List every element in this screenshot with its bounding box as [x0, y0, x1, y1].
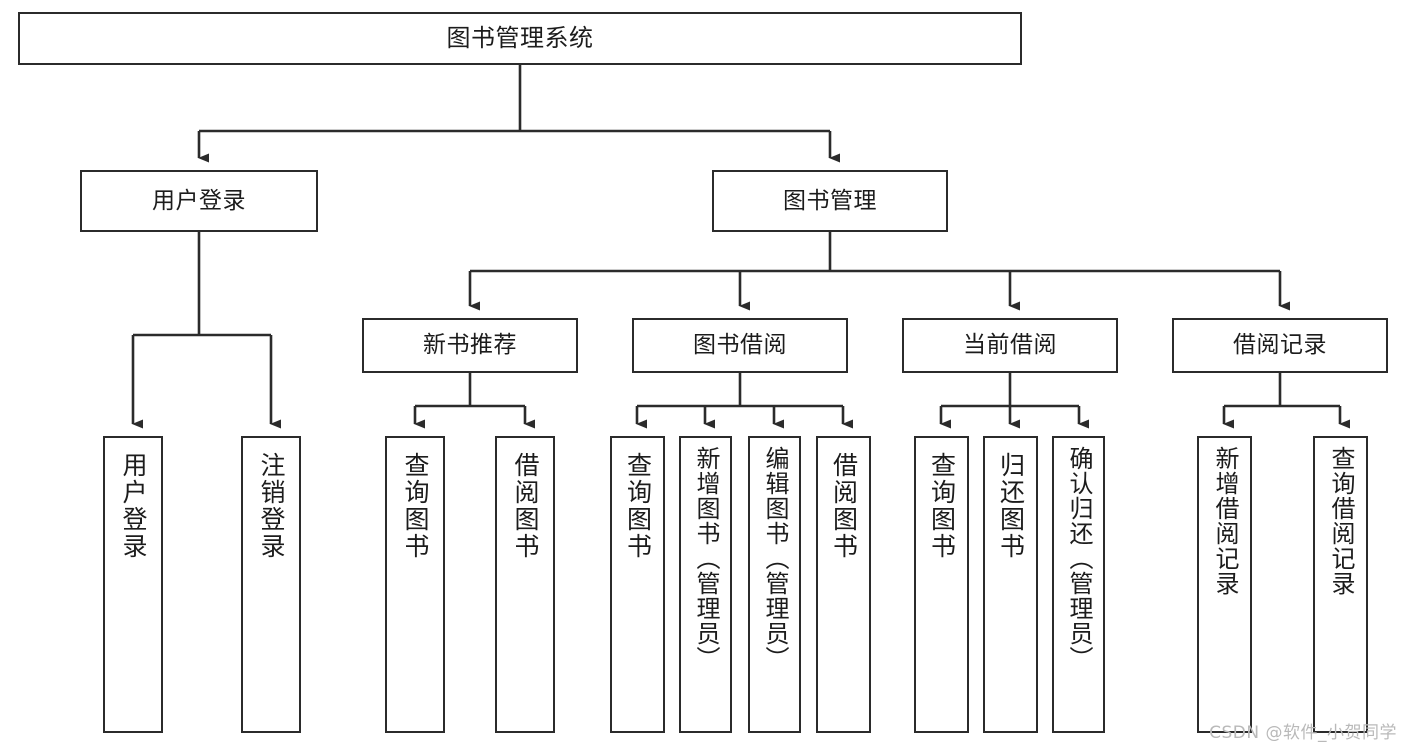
node-label: 借阅记录	[1233, 332, 1327, 359]
node-label: 注销登录	[257, 452, 286, 560]
leaf-record-query-record[interactable]: 查询借阅记录	[1313, 436, 1368, 733]
leaf-borrow-borrow-book[interactable]: 借阅图书	[816, 436, 871, 733]
node-label: 确认归还（管理员）	[1064, 446, 1093, 671]
node-label: 归还图书	[996, 452, 1026, 560]
node-label: 查询图书	[623, 452, 653, 560]
node-label: 新书推荐	[423, 332, 517, 359]
leaf-current-query-book[interactable]: 查询图书	[914, 436, 969, 733]
node-label: 用户登录	[152, 187, 246, 214]
node-current-borrow[interactable]: 当前借阅	[902, 318, 1118, 373]
node-label: 图书管理系统	[446, 23, 594, 52]
leaf-current-return-book[interactable]: 归还图书	[983, 436, 1038, 733]
node-label: 查询借阅记录	[1326, 446, 1355, 596]
node-root-library-system[interactable]: 图书管理系统	[18, 12, 1022, 65]
leaf-recommend-borrow-book[interactable]: 借阅图书	[495, 436, 555, 733]
node-book-borrow[interactable]: 图书借阅	[632, 318, 848, 373]
node-user-login[interactable]: 用户登录	[80, 170, 318, 232]
node-label: 新增图书（管理员）	[691, 446, 720, 671]
leaf-borrow-add-book-admin[interactable]: 新增图书（管理员）	[679, 436, 732, 733]
node-label: 编辑图书（管理员）	[760, 446, 789, 671]
watermark: CSDN @软件_小贺同学	[1209, 723, 1397, 743]
node-label: 当前借阅	[963, 332, 1057, 359]
node-label: 用户登录	[119, 452, 148, 560]
leaf-recommend-query-book[interactable]: 查询图书	[385, 436, 445, 733]
node-label: 借阅图书	[829, 452, 859, 560]
leaf-current-confirm-return-admin[interactable]: 确认归还（管理员）	[1052, 436, 1105, 733]
node-label: 图书借阅	[693, 332, 787, 359]
leaf-borrow-query-book[interactable]: 查询图书	[610, 436, 665, 733]
leaf-borrow-edit-book-admin[interactable]: 编辑图书（管理员）	[748, 436, 801, 733]
node-label: 图书管理	[783, 187, 877, 214]
node-new-book-recommend[interactable]: 新书推荐	[362, 318, 578, 373]
node-borrow-record[interactable]: 借阅记录	[1172, 318, 1388, 373]
node-label: 新增借阅记录	[1210, 446, 1239, 596]
leaf-record-add-record[interactable]: 新增借阅记录	[1197, 436, 1252, 733]
node-label: 借阅图书	[511, 452, 540, 560]
leaf-user-login-logout[interactable]: 注销登录	[241, 436, 301, 733]
leaf-user-login-login[interactable]: 用户登录	[103, 436, 163, 733]
node-label: 查询图书	[927, 452, 957, 560]
node-label: 查询图书	[401, 452, 430, 560]
node-book-management[interactable]: 图书管理	[712, 170, 948, 232]
